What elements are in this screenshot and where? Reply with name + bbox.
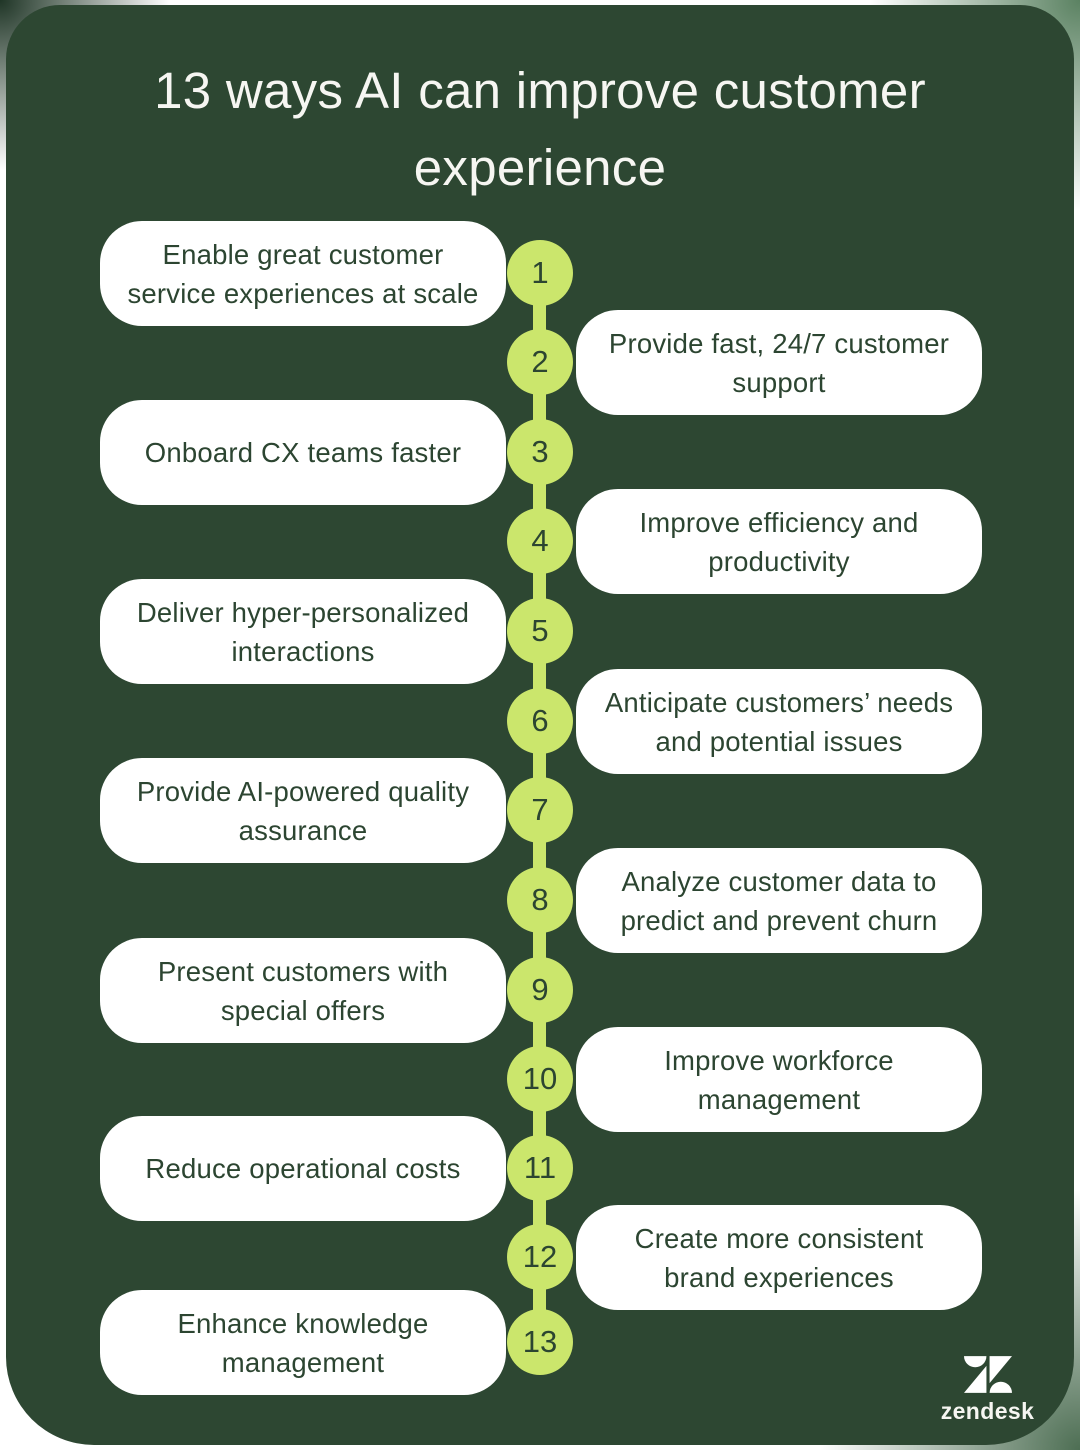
- timeline-node-5: 5: [507, 598, 573, 664]
- timeline-card-label-4: Improve efficiency and productivity: [639, 506, 919, 577]
- timeline-card-5: Deliver hyper-personalized interactions: [100, 579, 506, 684]
- brand-footer: zendesk: [925, 1356, 1050, 1425]
- timeline-node-3: 3: [507, 419, 573, 485]
- timeline-card-label-11: Reduce operational costs: [145, 1153, 461, 1184]
- timeline-node-13: 13: [507, 1309, 573, 1375]
- timeline-node-6: 6: [507, 688, 573, 754]
- timeline-card-6: Anticipate customers’ needs and potentia…: [576, 669, 982, 774]
- timeline-card-label-6: Anticipate customers’ needs and potentia…: [604, 686, 954, 757]
- timeline-node-4: 4: [507, 508, 573, 574]
- timeline-card-3: Onboard CX teams faster: [100, 400, 506, 505]
- timeline-card-13: Enhance knowledge management: [100, 1290, 506, 1395]
- timeline-card-7: Provide AI-powered quality assurance: [100, 758, 506, 863]
- timeline-node-7: 7: [507, 777, 573, 843]
- zendesk-wordmark: zendesk: [940, 1398, 1035, 1424]
- timeline-card-label-12: Create more consistent brand experiences: [634, 1222, 924, 1293]
- timeline-node-12: 12: [507, 1224, 573, 1290]
- timeline-card-label-3: Onboard CX teams faster: [144, 437, 462, 468]
- timeline-card-label-9: Present customers with special offers: [157, 955, 449, 1026]
- timeline-card-8: Analyze customer data to predict and pre…: [576, 848, 982, 953]
- timeline-node-10: 10: [507, 1046, 573, 1112]
- timeline-node-9: 9: [507, 957, 573, 1023]
- timeline-card-2: Provide fast, 24/7 customer support: [576, 310, 982, 415]
- zendesk-logo-icon: [963, 1356, 1012, 1393]
- timeline-card-label-13: Enhance knowledge management: [177, 1307, 429, 1378]
- timeline-card-9: Present customers with special offers: [100, 938, 506, 1043]
- timeline-card-1: Enable great customer service experience…: [100, 221, 506, 326]
- timeline-card-4: Improve efficiency and productivity: [576, 489, 982, 594]
- timeline-node-1: 1: [507, 240, 573, 306]
- timeline-card-12: Create more consistent brand experiences: [576, 1205, 982, 1310]
- timeline-card-label-10: Improve workforce management: [664, 1044, 894, 1115]
- timeline-card-label-5: Deliver hyper-personalized interactions: [136, 596, 470, 667]
- timeline-node-8: 8: [507, 867, 573, 933]
- timeline-card-label-2: Provide fast, 24/7 customer support: [608, 327, 950, 398]
- timeline-card-label-8: Analyze customer data to predict and pre…: [620, 865, 938, 936]
- timeline-node-11: 11: [507, 1135, 573, 1201]
- page-title: 13 ways AI can improve customer experien…: [154, 62, 926, 196]
- timeline-card-11: Reduce operational costs: [100, 1116, 506, 1221]
- timeline-card-label-1: Enable great customer service experience…: [127, 238, 479, 309]
- timeline-card-10: Improve workforce management: [576, 1027, 982, 1132]
- timeline-card-label-7: Provide AI-powered quality assurance: [136, 775, 470, 846]
- timeline-node-2: 2: [507, 329, 573, 395]
